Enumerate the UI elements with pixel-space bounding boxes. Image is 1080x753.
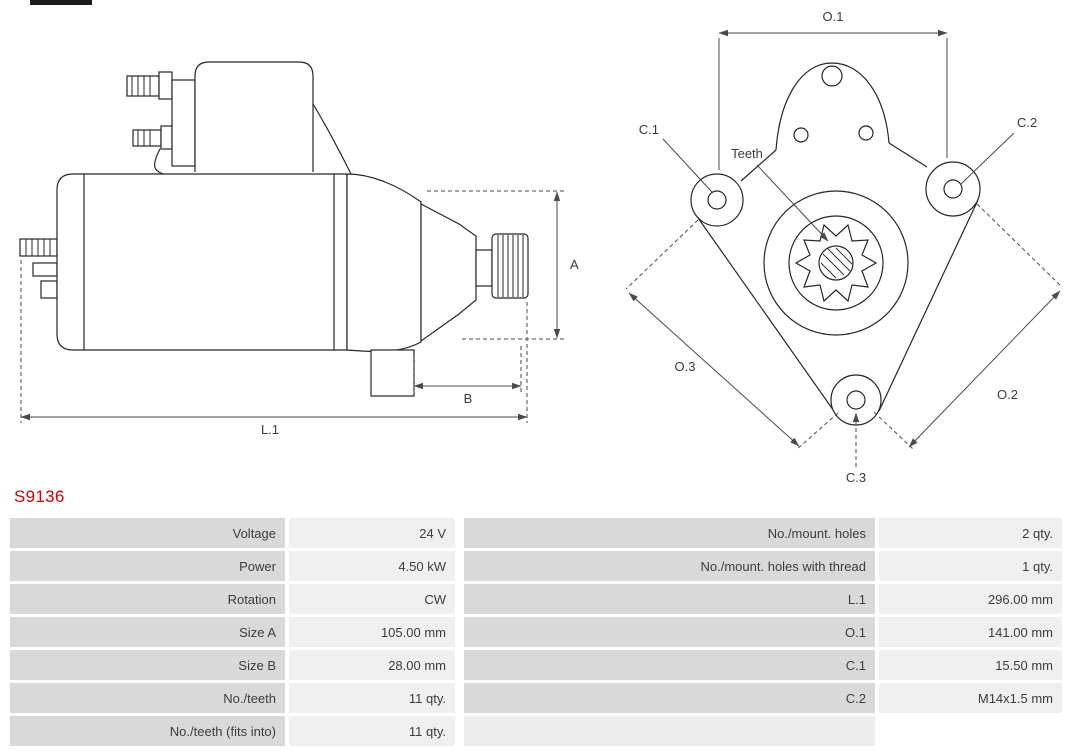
dim-label-c1: C.1 xyxy=(639,122,659,137)
technical-drawing: A B L.1 O.1 C.1 C.2 Teeth O.3 O.2 C.3 xyxy=(19,0,1063,485)
spec-value-cell: 28.00 mm xyxy=(289,650,455,680)
dim-label-l1: L.1 xyxy=(261,422,279,437)
spec-label-cell: Size A xyxy=(10,617,285,647)
spec-row: Power 4.50 kW No./mount. holes with thre… xyxy=(10,551,1062,581)
spec-label-cell: Power xyxy=(10,551,285,581)
spec-value-cell: 15.50 mm xyxy=(879,650,1062,680)
spec-row: Rotation CW L.1 296.00 mm xyxy=(10,584,1062,614)
spec-row: Size B 28.00 mm C.1 15.50 mm xyxy=(10,650,1062,680)
starter-motor-side-view xyxy=(19,61,529,397)
top-left-artifact xyxy=(30,0,92,5)
spec-label-cell: No./mount. holes with thread xyxy=(464,551,875,581)
spec-label-cell: No./mount. holes xyxy=(464,518,875,548)
dim-label-a: A xyxy=(570,257,579,272)
mounting-flange-front-view xyxy=(690,62,981,426)
part-number: S9136 xyxy=(14,487,65,506)
dim-label-c2: C.2 xyxy=(1017,115,1037,130)
dim-label-b: B xyxy=(464,391,473,406)
spec-row: Size A 105.00 mm O.1 141.00 mm xyxy=(10,617,1062,647)
spec-label-cell xyxy=(464,716,875,746)
dimension-annotations xyxy=(20,29,1063,467)
spec-label-cell: C.2 xyxy=(464,683,875,713)
spec-label-cell: Voltage xyxy=(10,518,285,548)
spec-row: Voltage 24 V No./mount. holes 2 qty. xyxy=(10,518,1062,548)
spec-label-cell: No./teeth xyxy=(10,683,285,713)
spec-value-cell: CW xyxy=(289,584,455,614)
spec-label-cell: No./teeth (fits into) xyxy=(10,716,285,746)
spec-value-cell: 296.00 mm xyxy=(879,584,1062,614)
spec-label-cell: Size B xyxy=(10,650,285,680)
dim-label-o1: O.1 xyxy=(823,9,844,24)
spec-value-cell: 105.00 mm xyxy=(289,617,455,647)
spec-value-cell: 11 qty. xyxy=(289,683,455,713)
spec-value-cell xyxy=(879,716,1062,746)
dim-label-c3: C.3 xyxy=(846,470,866,485)
spec-value-cell: M14x1.5 mm xyxy=(879,683,1062,713)
spec-label-cell: Rotation xyxy=(10,584,285,614)
spec-value-cell: 11 qty. xyxy=(289,716,455,746)
spec-value-cell: 141.00 mm xyxy=(879,617,1062,647)
dim-label-o3: O.3 xyxy=(675,359,696,374)
spec-label-cell: O.1 xyxy=(464,617,875,647)
spec-table: Voltage 24 V No./mount. holes 2 qty. Pow… xyxy=(10,518,1062,746)
spec-label-cell: C.1 xyxy=(464,650,875,680)
spec-value-cell: 2 qty. xyxy=(879,518,1062,548)
dim-label-o2: O.2 xyxy=(997,387,1018,402)
spec-label-cell: L.1 xyxy=(464,584,875,614)
teeth-label: Teeth xyxy=(731,146,763,161)
spec-value-cell: 24 V xyxy=(289,518,455,548)
spec-value-cell: 4.50 kW xyxy=(289,551,455,581)
spec-row: No./teeth (fits into) 11 qty. xyxy=(10,716,1062,746)
spec-row: No./teeth 11 qty. C.2 M14x1.5 mm xyxy=(10,683,1062,713)
spec-value-cell: 1 qty. xyxy=(879,551,1062,581)
